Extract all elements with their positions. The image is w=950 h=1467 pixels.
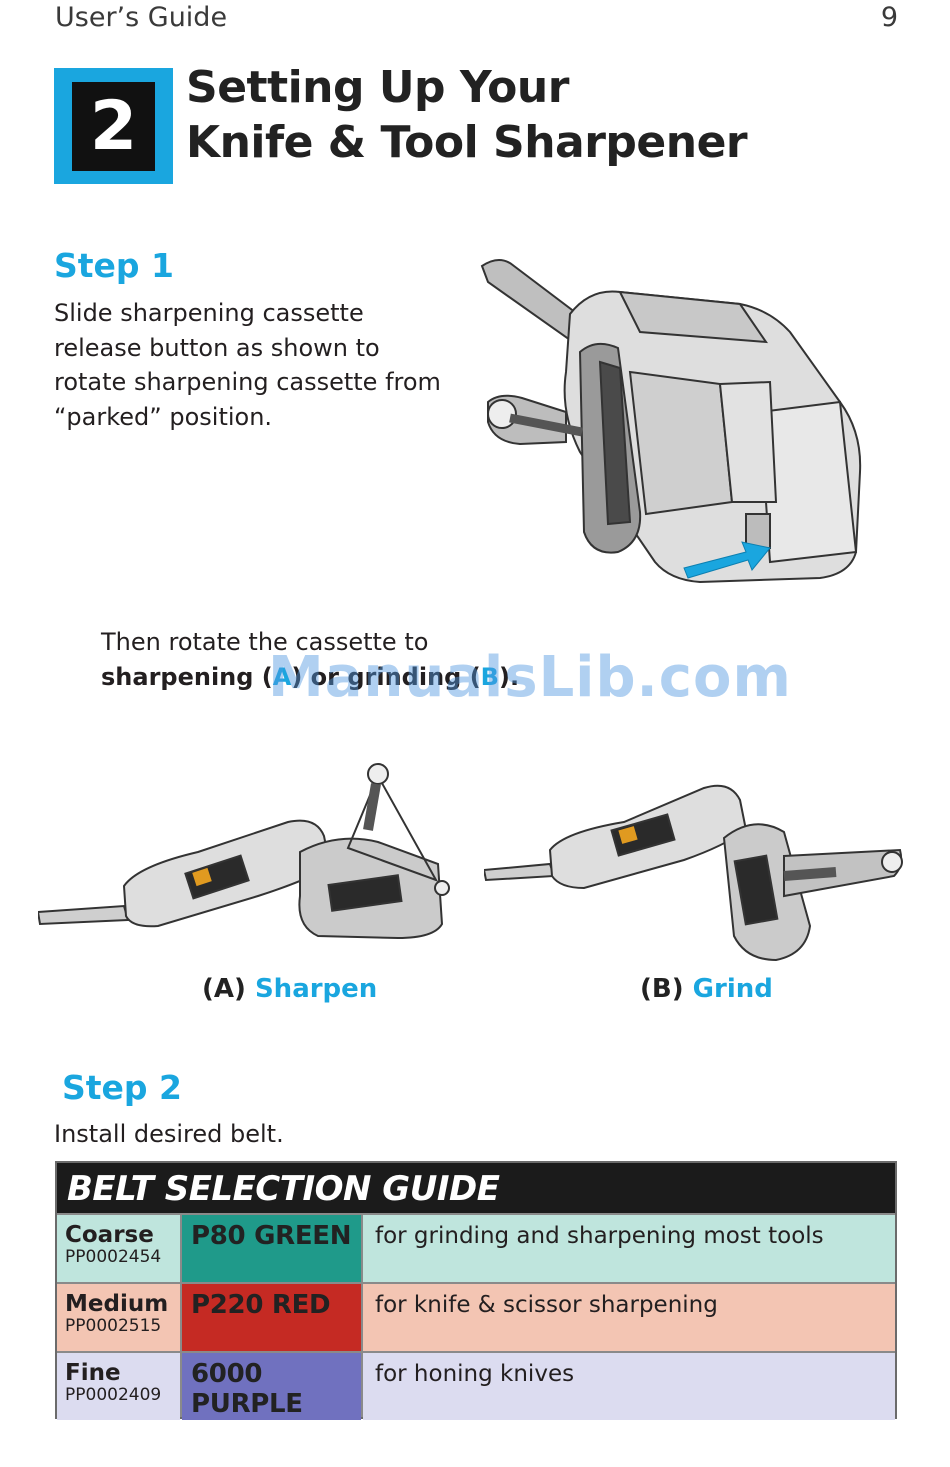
step1-line: rotate sharpening cassette from xyxy=(54,368,441,396)
chapter-number-badge: 2 xyxy=(54,68,173,184)
belt-grade: Fine xyxy=(65,1360,121,1386)
belt-part-number: PP0002454 xyxy=(65,1247,162,1267)
rotate-text-part: ). xyxy=(498,663,520,691)
belt-grade-cell: Coarse PP0002454 xyxy=(57,1215,180,1282)
chapter-title-line2: Knife & Tool Sharpener xyxy=(186,117,748,168)
belt-part-number: PP0002515 xyxy=(65,1316,162,1336)
page-number: 9 xyxy=(880,2,898,33)
belt-color-cell: 6000 PURPLE xyxy=(182,1353,361,1420)
step1-heading: Step 1 xyxy=(54,246,174,285)
release-arrow-icon xyxy=(683,541,771,579)
step1-line: “parked” position. xyxy=(54,402,273,431)
step1-line: release button as shown to xyxy=(54,333,380,362)
table-row: Coarse PP0002454 P80 GREEN for grinding … xyxy=(57,1215,895,1282)
sharpener-release-illustration xyxy=(480,259,862,584)
grind-position-illustration xyxy=(484,784,903,962)
rotate-label-b: B xyxy=(480,663,499,691)
work-sharp-logo-icon xyxy=(618,826,638,844)
step1-instructions: Slide sharpening cassette release button… xyxy=(54,296,444,434)
belt-grade-cell: Fine PP0002409 xyxy=(57,1353,180,1420)
step2-heading: Step 2 xyxy=(62,1068,182,1107)
watermark: ManualsLib.com xyxy=(268,645,792,710)
belt-grade: Medium xyxy=(65,1291,169,1317)
rotate-label-a: A xyxy=(272,663,292,691)
belt-use-cell: for grinding and sharpening most tools xyxy=(363,1215,895,1282)
caption-sharpen: (A) Sharpen xyxy=(202,974,377,1004)
caption-grind: (B) Grind xyxy=(640,974,773,1004)
sharpen-position-illustration xyxy=(38,763,450,940)
rotate-text-part: ) or grinding ( xyxy=(291,663,481,691)
belt-part-number: PP0002409 xyxy=(65,1385,162,1405)
caption-text: Grind xyxy=(692,974,773,1004)
table-row: Fine PP0002409 6000 PURPLE for honing kn… xyxy=(57,1353,895,1420)
step2-instructions: Install desired belt. xyxy=(54,1120,284,1148)
running-header: User’s Guide xyxy=(55,2,228,33)
belt-grade-cell: Medium PP0002515 xyxy=(57,1284,180,1351)
chapter-title-line1: Setting Up Your xyxy=(186,62,569,113)
caption-label: (B) xyxy=(640,974,684,1004)
rotate-text-part: sharpening ( xyxy=(101,663,273,691)
step1-line: Slide sharpening cassette xyxy=(54,299,364,327)
belt-guide-title: BELT SELECTION GUIDE xyxy=(57,1163,895,1213)
chapter-number: 2 xyxy=(72,82,155,171)
belt-color-cell: P80 GREEN xyxy=(182,1215,361,1282)
work-sharp-logo-icon xyxy=(192,867,212,887)
belt-use-cell: for knife & scissor sharpening xyxy=(363,1284,895,1351)
rotate-line1: Then rotate the cassette to xyxy=(101,628,429,656)
table-row: Medium PP0002515 P220 RED for knife & sc… xyxy=(57,1284,895,1351)
caption-text: Sharpen xyxy=(254,974,378,1004)
belt-color-cell: P220 RED xyxy=(182,1284,361,1351)
belt-grade: Coarse xyxy=(65,1222,154,1248)
belt-selection-guide: BELT SELECTION GUIDE Coarse PP0002454 P8… xyxy=(55,1161,897,1420)
rotate-line2: sharpening (A) or grinding (B). xyxy=(101,660,519,695)
rotate-instructions: Then rotate the cassette to sharpening (… xyxy=(101,625,519,695)
caption-label: (A) xyxy=(202,974,246,1004)
belt-use-cell: for honing knives xyxy=(363,1353,895,1420)
